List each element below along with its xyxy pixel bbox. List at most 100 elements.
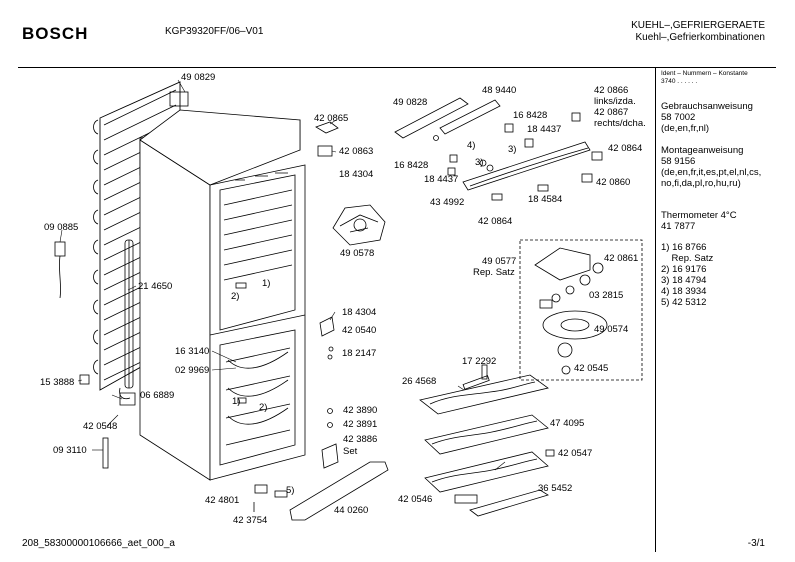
label-032815: 03 2815 [589,290,624,301]
label-168428-mid: 16 8428 [394,160,429,171]
callout-2-lower: 2) [259,402,268,413]
callout-5: 5) [286,485,295,496]
ident-value: 3740 . . . . . . [661,78,698,85]
label-420863: 42 0863 [339,146,374,157]
label-214650: 21 4650 [138,281,173,292]
gebrauch-title: Gebrauchsanweisung [661,101,753,112]
label-490828: 49 0828 [393,97,428,108]
document-id: 208_58300000106666_aet_000_a [22,538,175,549]
label-490578: 49 0578 [340,248,375,259]
leader-lines [59,79,506,471]
callout-3-right: 3) [508,144,517,155]
control-panel-strip [394,97,603,201]
callout-1-lower: 1) [232,396,241,407]
header-title-2: Kuehl–,Gefrierkombinationen [635,32,765,43]
label-423890: 42 3890 [343,405,378,416]
label-420867: 42 0867 [594,107,629,118]
label-links: links/izda. [594,96,636,107]
base-plinth [289,461,389,521]
label-423886: 42 3886 [343,434,378,445]
rep-satz-box [519,239,643,381]
label-set: Set [343,446,358,457]
label-434992: 43 4992 [430,197,465,208]
label-153888: 15 3888 [40,377,75,388]
label-490577: 49 0577 [482,256,517,267]
part-420865 [315,121,339,134]
note-1: 1) 16 8766 [661,242,707,253]
note-1-sub: Rep. Satz [661,253,714,264]
label-423754: 42 3754 [233,515,268,526]
label-184437-mid: 18 4437 [424,174,459,185]
label-182147: 18 2147 [342,348,377,359]
cabinet-body [139,109,306,481]
label-264568: 26 4568 [402,376,437,387]
label-420547: 42 0547 [558,448,593,459]
evaporator-grids [419,364,555,517]
fan-housing-part [332,204,386,246]
label-420866: 42 0866 [594,85,629,96]
montage-langs-2: no,fi,da,pl,ro,hu,ru) [661,178,741,189]
label-420865: 42 0865 [314,113,349,124]
callout-3: 3) [475,157,484,168]
callout-4: 4) [467,140,476,151]
gebrauch-langs: (de,en,fr,nl) [661,123,710,134]
label-420540: 42 0540 [342,325,377,336]
label-365452: 36 5452 [538,483,573,494]
label-420864-bottom: 42 0864 [478,216,513,227]
brand-logo: BOSCH [22,24,89,43]
label-420860: 42 0860 [596,177,631,188]
header-rule [18,67,776,68]
label-474095: 47 4095 [550,418,585,429]
hinge-bottom [321,443,339,469]
hinge-middle [319,316,335,337]
label-090885: 09 0885 [44,222,79,233]
callout-1-upper: 1) [262,278,271,289]
label-168428-top: 16 8428 [513,110,548,121]
power-cord-part [54,241,66,299]
label-490574: 49 0574 [594,324,629,335]
label-420548: 42 0548 [83,421,118,432]
label-420546: 42 0546 [398,494,433,505]
montage-title: Montageanweisung [661,145,744,156]
heater-tube [119,239,134,400]
note-5: 5) 42 5312 [661,297,707,308]
part-424801 [254,484,268,494]
label-rep-satz: Rep. Satz [473,267,515,278]
label-424801: 42 4801 [205,495,240,506]
label-420864-right: 42 0864 [608,143,643,154]
label-066889: 06 6889 [140,390,175,401]
label-420861: 42 0861 [604,253,639,264]
label-184304-mid: 18 4304 [342,307,377,318]
thermo-title: Thermometer 4°C [661,210,737,221]
label-184437-top: 18 4437 [527,124,562,135]
label-rechts: rechts/dcha. [594,118,646,129]
ident-label: Ident – Nummern – Konstante [661,70,748,77]
part-490829 [169,91,189,107]
thermo-number: 41 7877 [661,221,696,232]
label-490829: 49 0829 [181,72,216,83]
label-423891: 42 3891 [343,419,378,430]
label-184584: 18 4584 [528,194,563,205]
model-number: KGP39320FF/06–V01 [165,26,264,37]
montage-number: 58 9156 [661,156,696,167]
montage-langs-1: (de,en,fr,it,es,pt,el,nl,cs, [661,167,762,178]
label-093110: 09 3110 [53,445,87,456]
label-029969: 02 9969 [175,365,210,376]
page-number: -3/1 [747,538,765,549]
label-440260: 44 0260 [334,505,369,516]
part-420863 [317,145,333,157]
label-184304-top: 18 4304 [339,169,374,180]
side-panel-divider [655,67,656,552]
note-4: 4) 18 3934 [661,286,707,297]
note-2: 2) 16 9176 [661,264,707,275]
note-3: 3) 18 4794 [661,275,707,286]
header-title-1: KUEHL–,GEFRIERGERAETE [631,20,765,31]
label-172292: 17 2292 [462,356,497,367]
label-420545: 42 0545 [574,363,609,374]
label-489440: 48 9440 [482,85,517,96]
thermostat-parts [534,247,608,375]
label-163140: 16 3140 [175,346,210,357]
gebrauch-number: 58 7002 [661,112,696,123]
callout-2-upper: 2) [231,291,240,302]
